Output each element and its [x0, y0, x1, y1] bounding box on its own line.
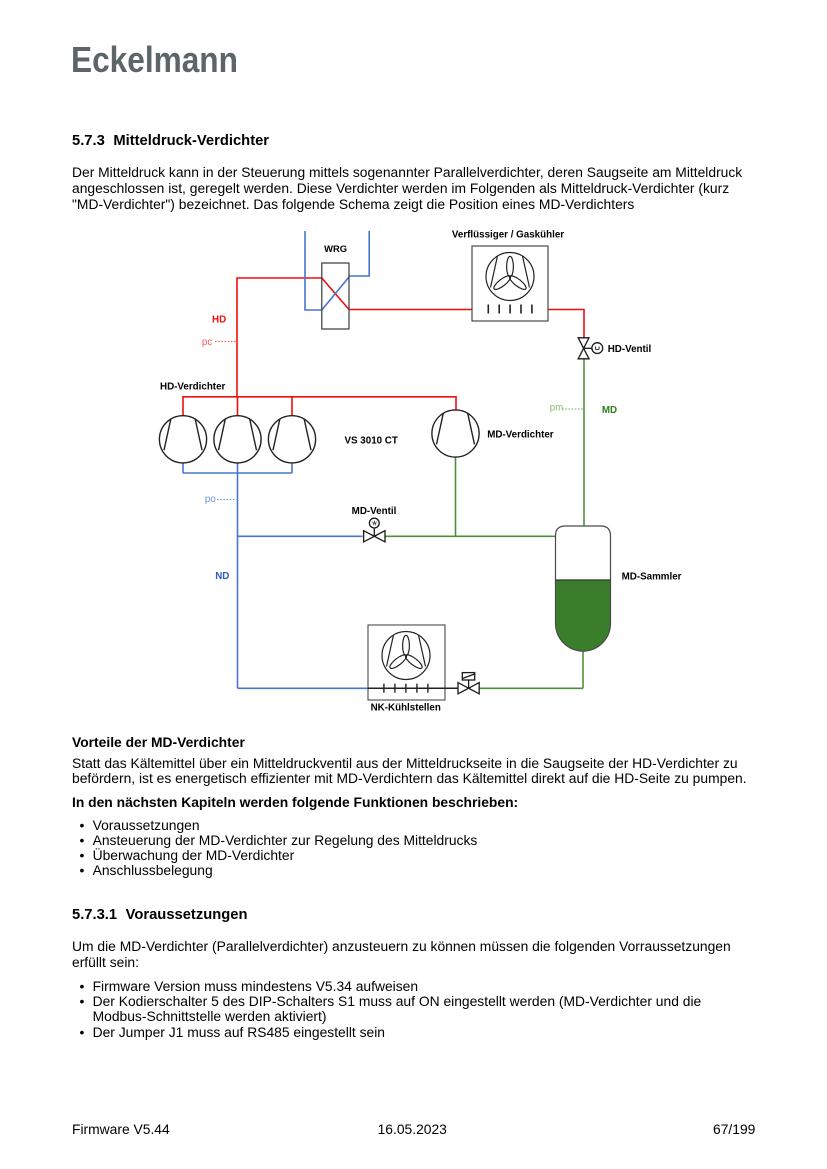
svg-text:pc: pc [202, 337, 212, 348]
svg-text:VS 3010 CT: VS 3010 CT [345, 435, 398, 446]
svg-text:MD-Verdichter: MD-Verdichter [487, 429, 554, 440]
svg-text:pm: pm [550, 403, 564, 414]
svg-text:ND: ND [215, 571, 229, 582]
svg-text:HD-Verdichter: HD-Verdichter [160, 381, 226, 392]
svg-text:MD-Ventil: MD-Ventil [352, 506, 397, 517]
svg-text:WRG: WRG [324, 243, 347, 254]
svg-text:NK-Kühlstellen: NK-Kühlstellen [371, 703, 441, 714]
svg-text:MD-Sammler: MD-Sammler [622, 571, 682, 582]
svg-text:po: po [205, 494, 216, 505]
svg-text:HD-Ventil: HD-Ventil [608, 344, 652, 355]
svg-text:MD: MD [602, 405, 617, 416]
svg-text:HD: HD [212, 314, 226, 325]
svg-text:Verflüssiger / Gaskühler: Verflüssiger / Gaskühler [452, 229, 564, 240]
